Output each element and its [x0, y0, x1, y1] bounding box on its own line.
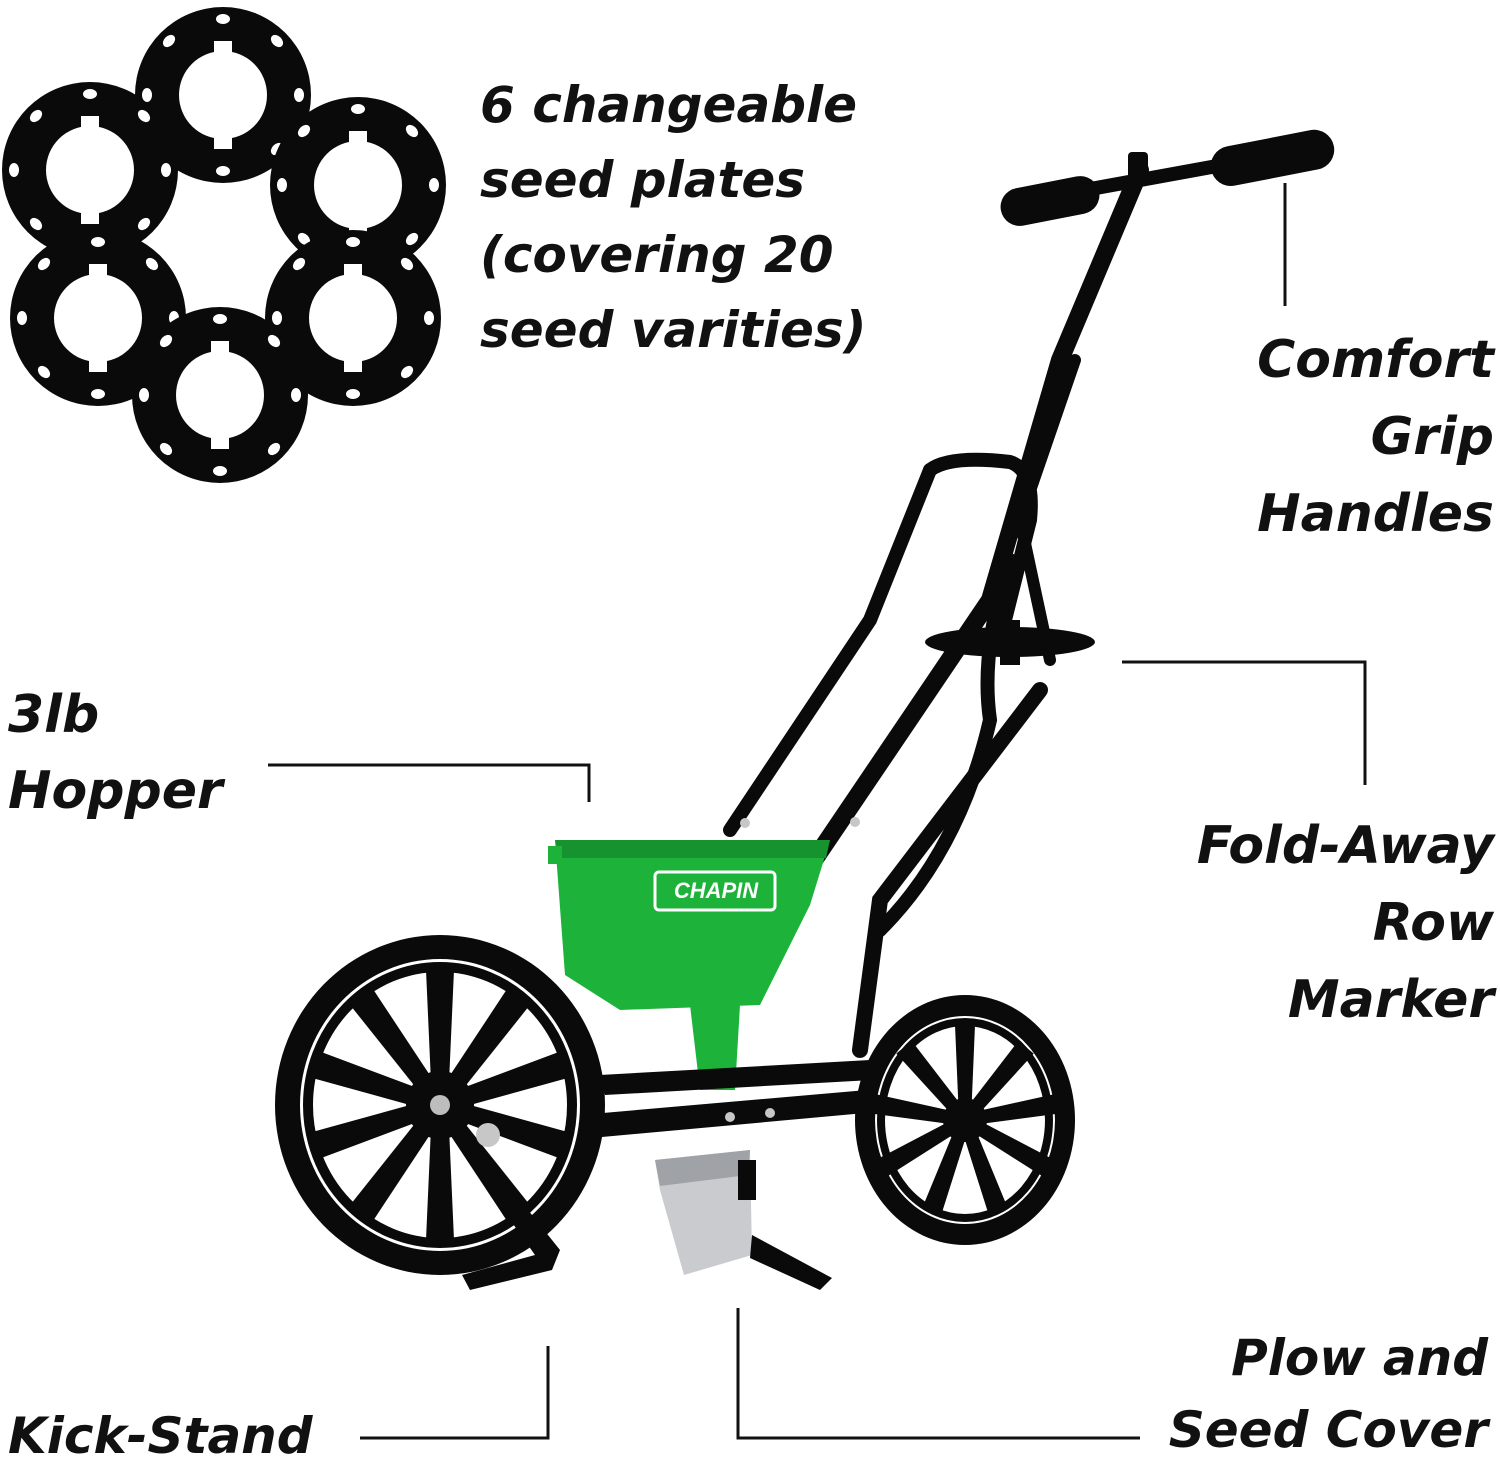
callout-hopper-line: 3lb — [8, 685, 100, 745]
callout-seed-plates-line: seed plates — [480, 151, 806, 209]
callout-hopper-line: Hopper — [8, 761, 223, 821]
chapin-logo: CHAPIN — [673, 878, 759, 903]
callout-row-marker: Fold-Away Row Marker — [1197, 808, 1494, 1039]
leader-row-marker — [1122, 660, 1367, 785]
seed-plate-disc-icon — [132, 307, 308, 483]
callout-seed-plates-line: (covering 20 — [480, 226, 834, 284]
callout-plow-line: Seed Cover — [1168, 1401, 1488, 1459]
leader-kickstand — [360, 1346, 550, 1440]
callout-seed-plates: 6 changeable seed plates (covering 20 se… — [480, 68, 866, 368]
callout-plow-line: Plow and — [1231, 1329, 1488, 1387]
garden-seeder-icon — [275, 129, 1335, 1290]
callout-grip-line: Handles — [1257, 484, 1494, 544]
callout-kickstand-line: Kick-Stand — [8, 1407, 313, 1465]
callout-seed-plates-line: seed varities) — [480, 301, 867, 359]
callout-grip-line: Comfort — [1257, 330, 1494, 390]
callout-kick-stand: Kick-Stand — [8, 1400, 313, 1472]
leader-hopper — [268, 763, 591, 802]
callout-grip-handles: Comfort Grip Handles — [1257, 322, 1494, 553]
callout-grip-line: Grip — [1370, 407, 1494, 467]
callout-row-marker-line: Row — [1372, 893, 1494, 953]
callout-row-marker-line: Marker — [1287, 970, 1494, 1030]
callout-seed-plates-line: 6 changeable — [480, 76, 858, 134]
callout-leader-lines — [268, 183, 1367, 1440]
callout-hopper: 3lb Hopper — [8, 677, 223, 829]
seed-plates-cluster — [2, 7, 446, 483]
leader-plow — [736, 1308, 1140, 1440]
callout-row-marker-line: Fold-Away — [1196, 816, 1494, 876]
callout-plow-seed-cover: Plow and Seed Cover — [1169, 1322, 1488, 1466]
